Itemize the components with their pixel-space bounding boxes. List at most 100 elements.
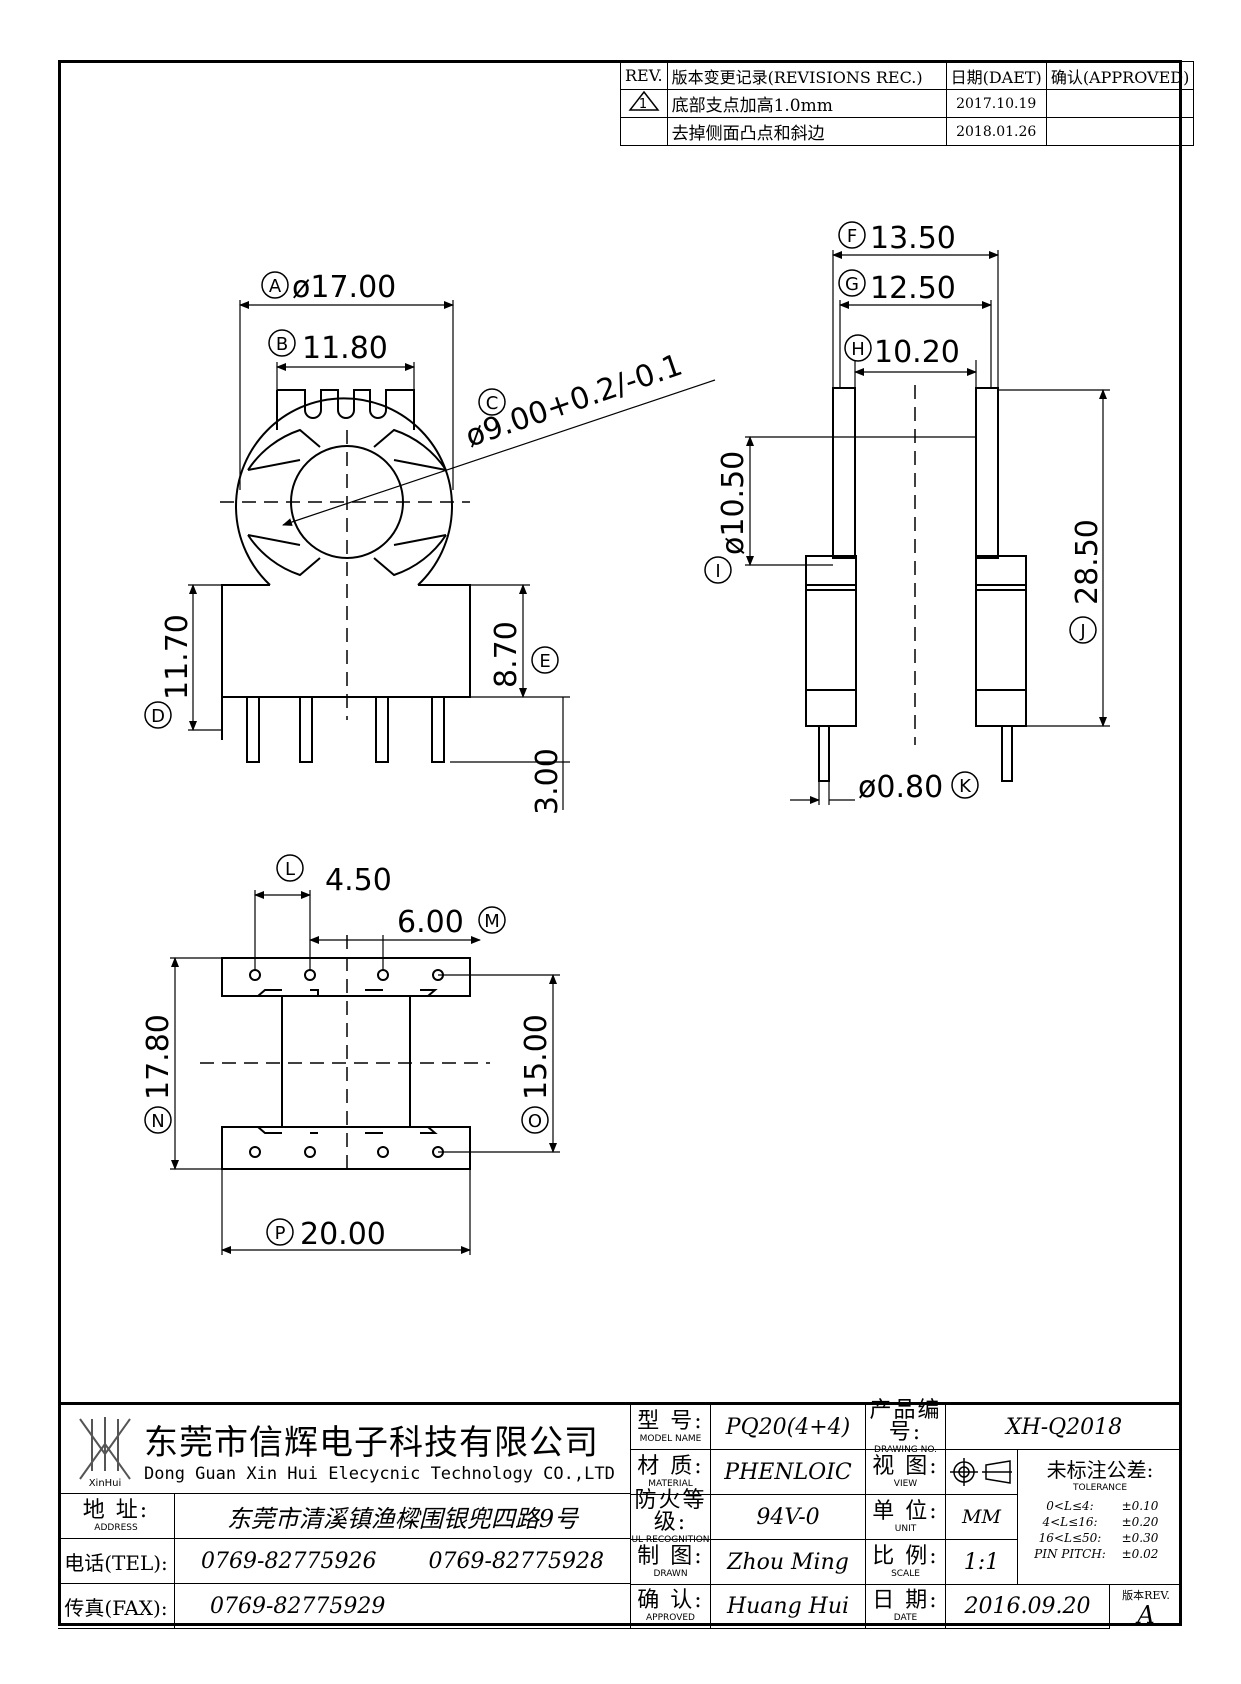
- dim-H: H 10.20: [844, 334, 960, 370]
- front-view: [188, 300, 716, 810]
- tel-cell: 0769-82775926 0769-82775928: [175, 1539, 631, 1584]
- approved-label: 确 认:APPROVED: [631, 1585, 711, 1629]
- svg-text:A: A: [269, 276, 282, 297]
- technical-drawing: A ø17.00 B 11.80 C ø9.00+0.2/-0.1 D 11.7…: [141, 221, 1110, 1255]
- dim-pin-length: 3.00: [530, 748, 565, 815]
- dim-E: E 8.70: [489, 621, 559, 688]
- revision-approved: [1045, 117, 1195, 146]
- svg-text:E: E: [539, 651, 550, 672]
- tolerance-cell: 未标注公差: TOLERANCE 0<L≤4:±0.10 4<L≤16:±0.2…: [1018, 1450, 1182, 1585]
- unit-label: 单 位:UNIT: [866, 1495, 946, 1540]
- revision-row: 去掉侧面凸点和斜边 2018.01.26: [620, 117, 1195, 146]
- drawn-label: 制 图:DRAWN: [631, 1540, 711, 1585]
- svg-text:11.80: 11.80: [302, 331, 388, 366]
- approved-header: 确认(APPROVED): [1045, 61, 1195, 90]
- svg-text:O: O: [528, 1111, 542, 1132]
- scale-value: 1:1: [946, 1540, 1018, 1585]
- dim-J: J 28.50: [1069, 519, 1105, 644]
- record-header: 版本变更记录(REVISIONS REC.): [666, 61, 947, 90]
- dim-N: N 17.80: [141, 1014, 176, 1134]
- svg-text:M: M: [484, 911, 500, 932]
- svg-text:J: J: [1079, 621, 1085, 642]
- svg-text:C: C: [486, 393, 499, 414]
- model-label: 型 号:MODEL NAME: [631, 1405, 711, 1450]
- company-name-cn: 东莞市信辉电子科技有限公司: [144, 1422, 599, 1463]
- tel-value: 0769-82775926: [201, 1548, 377, 1574]
- fax-cell: 0769-82775929: [175, 1584, 631, 1629]
- title-block: XinHui 东莞市信辉电子科技有限公司 Dong Guan Xin Hui E…: [58, 1399, 1182, 1629]
- svg-text:20.00: 20.00: [300, 1217, 386, 1252]
- side-view: [745, 250, 1110, 805]
- company-logo-icon: XinHui: [79, 1417, 131, 1489]
- revision-table: REV. 版本变更记录(REVISIONS REC.) 日期(DAET) 确认(…: [620, 61, 1195, 146]
- dim-G: G 12.50: [838, 269, 956, 306]
- svg-text:H: H: [851, 339, 865, 360]
- svg-text:6.00: 6.00: [397, 905, 464, 940]
- svg-text:4.50: 4.50: [325, 863, 392, 898]
- address-label: 地 址:ADDRESS: [58, 1494, 175, 1539]
- tel-label: 电话(TEL):: [58, 1539, 175, 1584]
- dim-I: I ø10.50: [704, 451, 751, 584]
- dim-L: L 4.50: [276, 854, 392, 898]
- svg-text:ø17.00: ø17.00: [292, 270, 396, 305]
- dim-O: O 15.00: [519, 1014, 554, 1134]
- rev-value: A: [1137, 1601, 1155, 1629]
- svg-text:F: F: [847, 226, 857, 247]
- projection-symbol-icon: [949, 1458, 1012, 1486]
- svg-text:11.70: 11.70: [160, 614, 195, 700]
- svg-text:ø0.80: ø0.80: [858, 770, 943, 805]
- unit-value: MM: [946, 1495, 1018, 1540]
- tolerance-title: 未标注公差:: [1046, 1458, 1154, 1482]
- ul-label: 防火等级:UL RECOGNITION: [631, 1487, 711, 1545]
- dim-A: A ø17.00: [261, 270, 396, 305]
- tolerance-en: TOLERANCE: [1072, 1483, 1128, 1493]
- view-symbol: [946, 1450, 1018, 1495]
- svg-text:G: G: [845, 274, 859, 295]
- svg-text:ø10.50: ø10.50: [716, 451, 751, 555]
- svg-text:XinHui: XinHui: [89, 1478, 122, 1489]
- svg-text:D: D: [151, 706, 165, 727]
- date-header: 日期(DAET): [945, 61, 1047, 90]
- tel2-value: 0769-82775928: [428, 1548, 604, 1574]
- dim-F: F 13.50: [838, 221, 956, 256]
- date-label: 日 期:DATE: [866, 1585, 946, 1629]
- ul-value: 94V-0: [711, 1495, 866, 1540]
- svg-text:1: 1: [639, 97, 647, 112]
- svg-text:L: L: [285, 859, 295, 880]
- approved-value: Huang Hui: [711, 1585, 866, 1629]
- dim-P: P 20.00: [266, 1217, 386, 1252]
- svg-text:17.80: 17.80: [141, 1014, 176, 1100]
- material-label: 材 质:MATERIAL: [631, 1450, 711, 1495]
- svg-text:8.70: 8.70: [489, 621, 524, 688]
- svg-text:I: I: [715, 561, 720, 582]
- dim-B: B 11.80: [268, 329, 388, 366]
- rev-label: 版本REV.: [1122, 1589, 1170, 1602]
- company-name-en: Dong Guan Xin Hui Elecycnic Technology C…: [144, 1463, 615, 1484]
- tolerance-list: 0<L≤4:±0.10 4<L≤16:±0.20 16<L≤50:±0.30 P…: [1034, 1499, 1159, 1561]
- bottom-view: [170, 890, 560, 1255]
- svg-text:28.50: 28.50: [1070, 519, 1105, 605]
- revision-approved: [1045, 89, 1195, 118]
- dim-D: D 11.70: [144, 614, 195, 729]
- drawn-value: Zhou Ming: [711, 1540, 866, 1585]
- fax-label: 传真(FAX):: [58, 1584, 175, 1629]
- revision-header-row: REV. 版本变更记录(REVISIONS REC.) 日期(DAET) 确认(…: [620, 61, 1195, 90]
- svg-text:12.50: 12.50: [870, 271, 956, 306]
- rev-cell: 版本REV. A: [1110, 1585, 1182, 1629]
- drawing-border: [58, 60, 1182, 1626]
- svg-text:K: K: [959, 776, 972, 797]
- date-value: 2016.09.20: [946, 1585, 1110, 1629]
- dim-M: 6.00 M: [397, 905, 506, 940]
- revision-record: 去掉侧面凸点和斜边: [666, 117, 947, 146]
- drawing-no-value: XH-Q2018: [946, 1405, 1182, 1450]
- drawing-no-label: 产品编号:DRAWING NO.: [866, 1399, 946, 1454]
- model-value: PQ20(4+4): [711, 1405, 866, 1450]
- view-label: 视 图:VIEW: [866, 1450, 946, 1495]
- scale-label: 比 例:SCALE: [866, 1540, 946, 1585]
- svg-text:P: P: [275, 1223, 286, 1244]
- address-value: 东莞市清溪镇渔樑围银兜四路9号: [175, 1494, 631, 1539]
- svg-text:B: B: [276, 334, 288, 355]
- revision-triangle-icon: 1: [628, 90, 660, 112]
- dim-K: ø0.80 K: [858, 770, 979, 805]
- material-value: PHENLOIC: [711, 1450, 866, 1495]
